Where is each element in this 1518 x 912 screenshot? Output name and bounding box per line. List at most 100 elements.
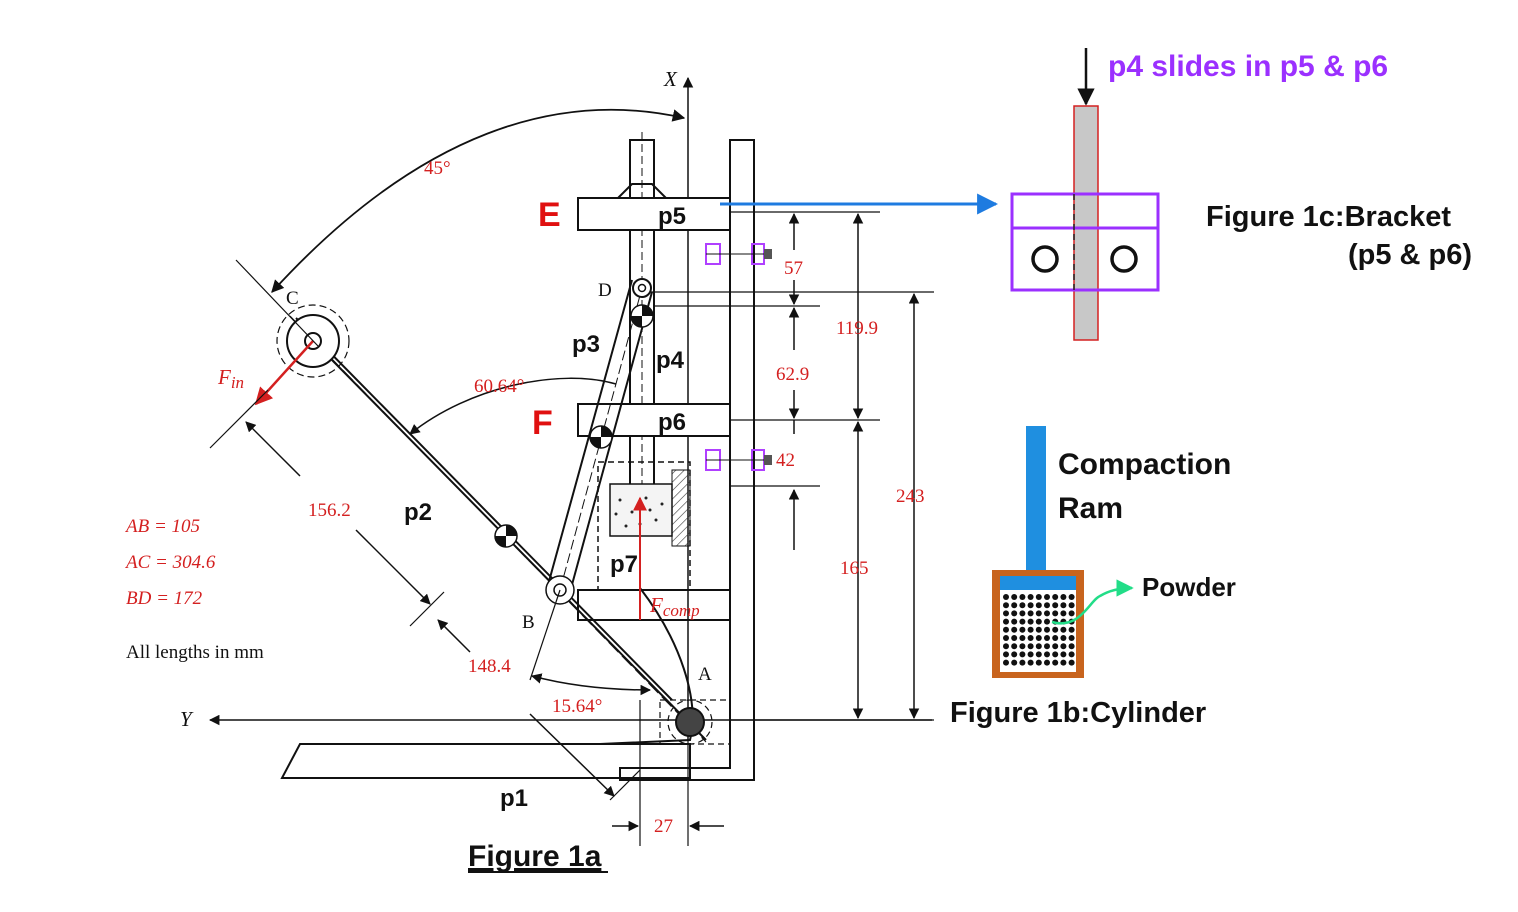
powder-particle [1044,635,1050,641]
frame-plate [619,139,755,781]
joint-label-f: F [532,404,553,442]
powder-particle [1044,659,1050,666]
link-p3-edge-1 [547,279,633,586]
powder-pointer-arrow [1051,579,1134,625]
point-label-b: B [522,612,535,633]
base-p1 [280,743,691,779]
powder-particle [1060,626,1067,633]
powder-particle [1027,594,1034,600]
bracket-p5 [577,197,731,231]
dim-148-line-1 [437,619,471,653]
powder-particle [1060,651,1067,658]
part-label-p1: p1 [500,785,528,812]
powder-particle [1003,602,1009,609]
x-axis-label: X [663,67,678,91]
powder-particle [1060,659,1067,666]
powder-particle [1027,659,1034,666]
powder-particle [1035,602,1042,609]
pin-d [632,278,652,298]
dim-27-label: 27 [654,816,673,837]
angle-15-arc [530,673,652,696]
powder-particle [1068,594,1075,600]
bracket-bottom-plate [1010,226,1160,292]
powder-particle [1035,594,1042,600]
powder-particle [1052,610,1059,617]
figure-1c-caption-line2: (p5 & p6) [1348,239,1472,271]
powder-particle [1003,594,1009,600]
dim-148-line-2 [529,713,615,797]
point-label-d: D [598,280,612,301]
powder-particle [1068,643,1075,650]
powder-particle [1044,643,1050,650]
powder-particle [1044,594,1050,600]
force-comp-label: Fcomp [649,593,700,620]
bolt-upper [705,243,765,265]
powder-particle [1068,610,1075,617]
bracket-hole-right [1110,245,1138,273]
powder-particle [1052,635,1059,641]
powder-particle [1035,635,1042,641]
length-ac: AC = 304.6 [124,552,216,573]
powder-particle [1052,626,1059,633]
dim-165-label: 165 [840,558,869,579]
figure-1c-caption: Figure 1c:Bracket [1206,201,1451,233]
powder-particle [1060,602,1067,609]
powder-particle [1052,651,1059,658]
dim-119-label: 119.9 [836,318,878,339]
dim-156-line-2 [355,529,431,605]
powder-particle [1019,643,1026,650]
powder-particle [1011,626,1018,633]
force-in-label: Fin [217,365,244,392]
dim-156-label: 156.2 [308,500,351,521]
powder-particle [1011,659,1018,666]
powder-particle [1035,610,1042,617]
point-label-c: C [286,288,299,309]
powder-particle [1068,626,1075,633]
powder-particle [1003,610,1009,617]
powder-particle [1027,643,1034,650]
angle-15-label: 15.64° [552,696,602,717]
part-label-p6: p6 [658,409,686,436]
powder-particle [1003,651,1009,658]
bolt-upper-nut [764,249,772,259]
powder-grid [1003,594,1075,666]
powder-particle [1052,643,1059,650]
figure-1a: X Y p1 p4 p5 E p6 F [124,67,999,873]
powder-particle [1044,610,1050,617]
figure-1a-caption: Figure 1a [468,840,602,873]
pin-a [675,707,705,737]
powder-particle [1003,659,1009,666]
bracket-hole-left [1031,245,1059,273]
length-ab: AB = 105 [124,516,200,537]
powder-particle [1044,602,1050,609]
angle-15-ref-line [529,589,561,681]
angle-45-arc [271,108,686,293]
powder-particle [1052,594,1059,600]
powder-particle [1011,651,1018,658]
angle-45-ref-line [235,259,319,347]
part-label-p3: p3 [572,331,600,358]
com-symbol-p3 [589,425,613,449]
powder-particle [1068,651,1075,658]
powder-particle [1011,594,1018,600]
com-symbol-p4 [630,304,654,328]
angle-60-arc [409,377,617,435]
dim-156-ext-1 [209,389,269,449]
powder-particle [1060,594,1067,600]
powder-particle [1027,610,1034,617]
powder-particle [1011,610,1018,617]
link-p2-edge-1 [295,317,673,701]
powder-particle [1035,618,1042,625]
dim-156-line-1 [245,421,301,477]
powder-particle [1019,602,1026,609]
powder-particle [1019,618,1026,625]
powder-particle [1019,635,1026,641]
dim-148-ext [609,769,641,801]
pin-c-ring [276,304,350,378]
dim-57-label: 57 [784,258,803,279]
pin-a-housing [659,699,731,745]
angle-45-label: 45° [424,158,451,179]
powder-particle [1044,618,1050,625]
powder-particle [1019,651,1026,658]
